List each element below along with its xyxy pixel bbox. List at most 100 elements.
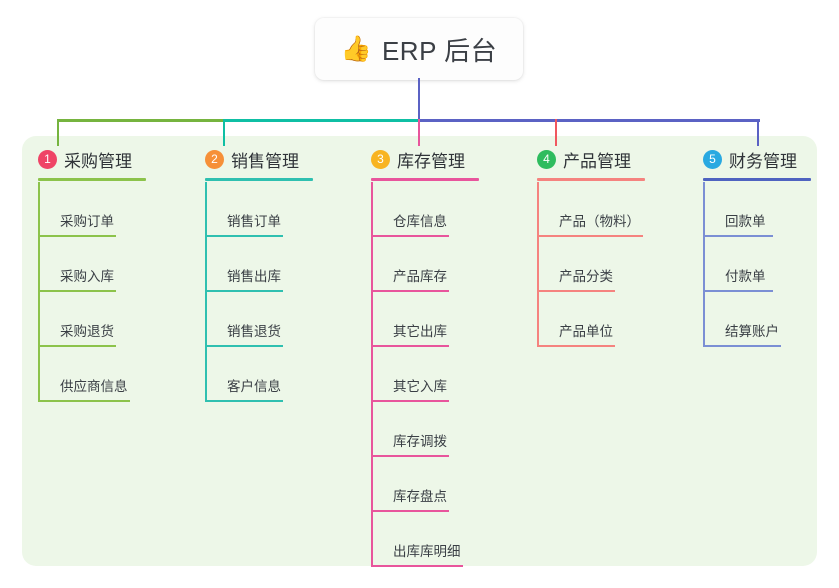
root-node-label: ERP 后台: [381, 35, 498, 66]
leaf-item[interactable]: 库存盘点: [371, 457, 479, 512]
thumbs-up-icon: 👍: [340, 34, 372, 63]
leaf-item[interactable]: 产品分类: [537, 237, 645, 292]
branch-underline-1: [38, 178, 146, 181]
leaf-item-underline: [371, 565, 463, 567]
leaf-item-underline: [371, 455, 449, 457]
branch-badge-1: 1: [38, 149, 57, 169]
branch-badge-2: 2: [205, 149, 224, 169]
leaf-item[interactable]: 销售出库: [205, 237, 313, 292]
connector-drop-2: [222, 119, 226, 146]
leaf-item[interactable]: 客户信息: [205, 347, 313, 402]
leaf-spine-2: [205, 182, 207, 402]
leaf-item-underline: [537, 290, 615, 292]
leaf-item-label: 采购退货: [60, 324, 114, 339]
leaf-item[interactable]: 采购退货: [38, 292, 146, 347]
leaf-item-underline: [703, 235, 773, 237]
leaf-item-underline: [205, 290, 283, 292]
leaf-item-label: 出库库明细: [393, 544, 461, 559]
leaf-item-label: 产品分类: [559, 269, 613, 284]
leaf-item-underline: [38, 235, 116, 237]
leaf-item-inner: 销售退货: [205, 320, 281, 347]
leaf-item-label: 销售订单: [227, 214, 281, 229]
leaf-item-label: 销售退货: [227, 324, 281, 339]
connector-bar-green: [58, 119, 224, 122]
leaf-list-2: 销售订单销售出库销售退货客户信息: [205, 182, 313, 402]
leaf-item[interactable]: 销售退货: [205, 292, 313, 347]
leaf-item[interactable]: 产品单位: [537, 292, 645, 347]
root-node-erp-backend[interactable]: 👍 ERP 后台: [315, 18, 523, 80]
leaf-item-label: 仓库信息: [393, 214, 447, 229]
leaf-item-inner: 采购订单: [38, 210, 114, 237]
leaf-item-label: 产品库存: [393, 269, 447, 284]
leaf-item[interactable]: 销售订单: [205, 182, 313, 237]
leaf-item[interactable]: 仓库信息: [371, 182, 479, 237]
leaf-item-inner: 产品（物料）: [537, 210, 640, 237]
leaf-item-inner: 采购退货: [38, 320, 114, 347]
leaf-item-inner: 库存调拨: [371, 430, 447, 457]
branch-header-2[interactable]: 2 销售管理: [205, 146, 313, 172]
leaf-item-label: 库存盘点: [393, 489, 447, 504]
leaf-item-underline: [205, 345, 283, 347]
leaf-spine-3: [371, 182, 373, 567]
branch-header-4[interactable]: 4 产品管理: [537, 146, 645, 172]
leaf-item-label: 其它出库: [393, 324, 447, 339]
connector-bar-blue: [419, 119, 760, 122]
leaf-item-label: 产品单位: [559, 324, 613, 339]
leaf-item-label: 供应商信息: [60, 379, 128, 394]
branch-title-4: 产品管理: [563, 151, 631, 171]
leaf-item-inner: 销售订单: [205, 210, 281, 237]
leaf-item-underline: [371, 235, 449, 237]
leaf-item-label: 客户信息: [227, 379, 281, 394]
leaf-item-inner: 库存盘点: [371, 485, 447, 512]
leaf-item[interactable]: 其它出库: [371, 292, 479, 347]
leaf-item-label: 结算账户: [725, 324, 779, 339]
branch-title-2: 销售管理: [231, 151, 299, 171]
leaf-item[interactable]: 库存调拨: [371, 402, 479, 457]
leaf-item[interactable]: 采购入库: [38, 237, 146, 292]
leaf-item[interactable]: 付款单: [703, 237, 811, 292]
connector-drop-4: [554, 119, 558, 146]
branch-title-3: 库存管理: [397, 151, 465, 171]
leaf-item[interactable]: 出库库明细: [371, 512, 479, 567]
leaf-item-underline: [205, 400, 283, 402]
leaf-item-underline: [205, 235, 283, 237]
branch-title-5: 财务管理: [729, 151, 797, 171]
diagram-background-panel: [22, 136, 817, 566]
leaf-item[interactable]: 结算账户: [703, 292, 811, 347]
connector-bar-teal: [224, 119, 420, 122]
leaf-item-inner: 其它出库: [371, 320, 447, 347]
leaf-spine-5: [703, 182, 705, 347]
leaf-item[interactable]: 回款单: [703, 182, 811, 237]
leaf-item[interactable]: 产品库存: [371, 237, 479, 292]
branch-underline-4: [537, 178, 645, 181]
leaf-item-inner: 供应商信息: [38, 375, 128, 402]
branch-badge-4: 4: [537, 149, 556, 169]
leaf-item-label: 产品（物料）: [559, 214, 640, 229]
leaf-item-underline: [38, 345, 116, 347]
leaf-item[interactable]: 其它入库: [371, 347, 479, 402]
leaf-item-label: 回款单: [725, 214, 766, 229]
leaf-item-inner: 产品单位: [537, 320, 613, 347]
leaf-item[interactable]: 供应商信息: [38, 347, 146, 402]
leaf-item-inner: 付款单: [703, 265, 766, 292]
branch-column-2: 2 销售管理销售订单销售出库销售退货客户信息: [205, 146, 313, 402]
leaf-item-inner: 其它入库: [371, 375, 447, 402]
connector-trunk: [417, 78, 421, 122]
leaf-list-1: 采购订单采购入库采购退货供应商信息: [38, 182, 146, 402]
branch-underline-5: [703, 178, 811, 181]
leaf-item-underline: [38, 290, 116, 292]
branch-column-4: 4 产品管理产品（物料） 产品分类产品单位: [537, 146, 645, 347]
leaf-item-underline: [371, 510, 449, 512]
leaf-item[interactable]: 采购订单: [38, 182, 146, 237]
leaf-item[interactable]: 产品（物料）: [537, 182, 645, 237]
leaf-item-label: 销售出库: [227, 269, 281, 284]
leaf-list-4: 产品（物料） 产品分类产品单位: [537, 182, 645, 347]
leaf-spine-4: [537, 182, 539, 347]
leaf-item-inner: 销售出库: [205, 265, 281, 292]
connector-drop-3: [417, 119, 421, 146]
